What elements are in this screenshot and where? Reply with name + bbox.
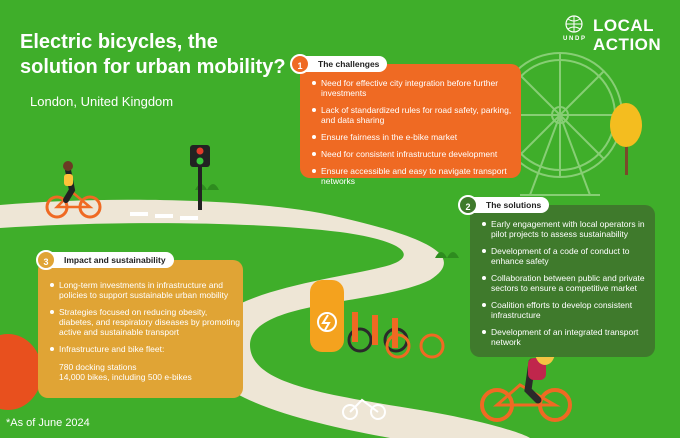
impact-heading: 3 Impact and sustainability [36,250,174,270]
page-title: Electric bicycles, the solution for urba… [20,31,286,78]
location-label: London, United Kingdom [30,94,174,109]
impact-list: Long-term investments in infrastructure … [50,280,240,389]
step-number: 2 [458,195,478,215]
challenges-list: Need for effective city integration befo… [312,78,512,193]
crosswalk [130,212,198,220]
fleet-bikes: 14,000 bikes, including 500 e-bikes [59,372,192,382]
list-item: Development of an integrated transport n… [482,327,652,347]
list-item: Coalition efforts to develop consistent … [482,300,652,320]
list-item: Long-term investments in infrastructure … [50,280,240,300]
bike-lane-marking [342,398,386,420]
list-item: Development of a code of conduct to enha… [482,246,652,266]
list-item: Need for consistent infrastructure devel… [312,149,512,159]
list-item: Early engagement with local operators in… [482,219,652,239]
list-item: Infrastructure and bike fleet: 780 docki… [50,344,240,382]
list-item: Ensure accessible and easy to navigate t… [312,166,512,186]
traffic-light [190,145,210,210]
undp-text: U N D P [563,36,586,42]
logo-line-action: ACTION [593,35,662,54]
step-number: 1 [290,54,310,74]
list-item: Strategies focused on reducing obesity, … [50,307,240,337]
fleet-label: Infrastructure and bike fleet: [59,344,165,354]
challenges-panel: Need for effective city integration befo… [300,64,521,186]
footnote: *As of June 2024 [6,417,90,429]
docking-station [310,280,344,352]
tree-right [610,103,642,175]
logo-line-local: LOCAL [593,16,655,35]
un-globe-icon [565,15,583,33]
fleet-docking-stations: 780 docking stations [59,362,137,372]
tree-left [0,334,42,410]
solutions-heading: 2 The solutions [458,195,550,215]
challenges-heading: 1 The challenges [290,54,388,74]
heading-text: Impact and sustainability [64,255,166,265]
winding-road [0,199,530,438]
solutions-list: Early engagement with local operators in… [482,219,652,354]
bush [435,252,459,258]
list-item: Lack of standardized rules for road safe… [312,105,512,125]
impact-panel: Long-term investments in infrastructure … [38,260,243,398]
solutions-panel: Early engagement with local operators in… [470,205,655,357]
list-item: Collaboration between public and private… [482,273,652,293]
heading-text: The solutions [486,200,542,210]
parked-bikes [347,312,445,359]
list-item: Ensure fairness in the e-bike market [312,132,512,142]
step-number: 3 [36,250,56,270]
cyclist-left [45,161,102,219]
heading-text: The challenges [318,59,380,69]
undp-mark: U N D P [563,14,585,42]
list-item: Need for effective city integration befo… [312,78,512,98]
